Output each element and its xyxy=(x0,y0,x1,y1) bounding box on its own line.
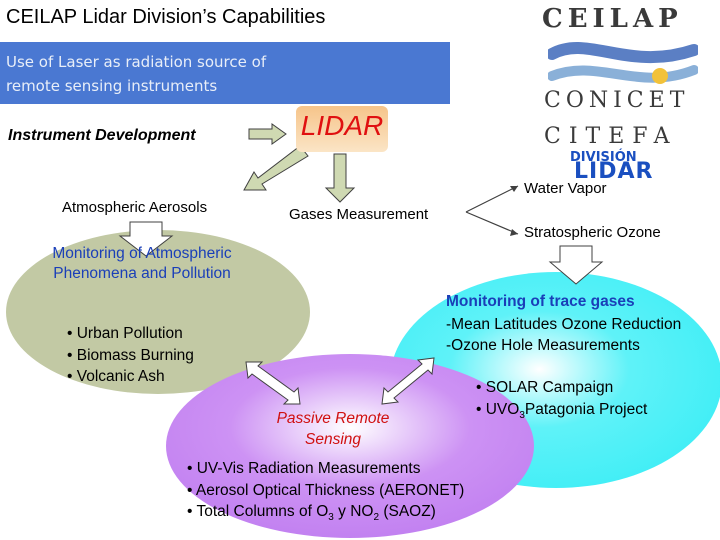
left-bottom-double-arrow xyxy=(245,361,301,405)
passive-bullet-2: • Aerosol Optical Thickness (AERONET) xyxy=(187,481,465,499)
instrument-development-label: Instrument Development xyxy=(8,127,196,144)
trace-bullet-2: • UVO3Patagonia Project xyxy=(476,400,648,421)
trace-line-1: -Mean Latitudes Ozone Reduction xyxy=(446,316,682,333)
ceilap-logo-swirl xyxy=(548,41,698,84)
division-lidar-logo: LIDAR xyxy=(574,159,654,184)
banner-box xyxy=(0,42,450,104)
trace-bullets: • SOLAR Campaign • UVO3Patagonia Project xyxy=(476,377,647,426)
banner-line-1: Use of Laser as radiation source of xyxy=(6,53,267,71)
atmospheric-bullet: • Volcanic Ash xyxy=(67,368,165,385)
gases-to-ozone-line xyxy=(465,211,519,235)
ceilap-logo-text: CEILAP xyxy=(542,4,683,34)
lidar-to-aerosols-arrow xyxy=(243,145,309,191)
atmospheric-bullets: • Urban Pollution • Biomass Burning • Vo… xyxy=(67,323,194,388)
trace-bullet-1: • SOLAR Campaign xyxy=(476,379,614,396)
division-logo-label: DIVISIÓN xyxy=(570,150,637,165)
bottom-right-double-arrow xyxy=(381,357,435,405)
atmospheric-aerosols-label: Atmospheric Aerosols xyxy=(62,199,208,216)
water-vapor-label: Water Vapor xyxy=(524,180,607,197)
lidar-label: LIDAR xyxy=(300,110,384,141)
trace-lines: -Mean Latitudes Ozone Reduction -Ozone H… xyxy=(446,314,681,356)
passive-bullet-3: • Total Columns of O3 y NO2 (SAOZ) xyxy=(187,503,436,524)
trace-line-2: -Ozone Hole Measurements xyxy=(446,337,640,354)
stratospheric-ozone-label: Stratospheric Ozone xyxy=(524,224,661,241)
atmospheric-bullet: • Biomass Burning xyxy=(67,346,194,364)
instrument-to-lidar-arrow xyxy=(248,123,287,145)
aerosols-to-monitoring-arrow xyxy=(118,221,174,257)
atmospheric-bullet: • Urban Pollution xyxy=(67,325,183,342)
gases-measurement-label: Gases Measurement xyxy=(289,206,429,223)
passive-line-2: Sensing xyxy=(304,431,361,448)
monitoring-trace-heading: Monitoring of trace gases xyxy=(446,293,635,310)
ozone-to-trace-arrow xyxy=(548,245,604,285)
passive-bullet-1: • UV-Vis Radiation Measurements xyxy=(187,460,421,477)
atmospheric-ellipse xyxy=(6,230,310,394)
passive-remote-sensing-heading: Passive Remote Sensing xyxy=(254,408,412,450)
passive-bullets: • UV-Vis Radiation Measurements • Aeroso… xyxy=(187,458,464,529)
page-title: CEILAP Lidar Division’s Capabilities xyxy=(6,6,326,28)
lidar-to-gases-arrow xyxy=(324,153,356,203)
banner-text: Use of Laser as radiation source of remo… xyxy=(6,50,446,98)
passive-line-1: Passive Remote xyxy=(276,410,390,427)
monitoring-atmospheric-heading: Monitoring of Atmospheric Phenomena and … xyxy=(26,244,258,284)
passive-sensing-ellipse xyxy=(166,354,534,538)
citefa-logo-text: CITEFA xyxy=(544,124,678,149)
monitoring-atmospheric-line-1: Monitoring of Atmospheric xyxy=(52,245,232,262)
conicet-logo-text: CONICET xyxy=(544,88,690,113)
banner-line-2: remote sensing instruments xyxy=(6,77,218,95)
monitoring-atmospheric-line-2: Phenomena and Pollution xyxy=(53,265,231,282)
gases-to-water-line xyxy=(465,185,519,213)
lidar-box xyxy=(296,106,388,152)
